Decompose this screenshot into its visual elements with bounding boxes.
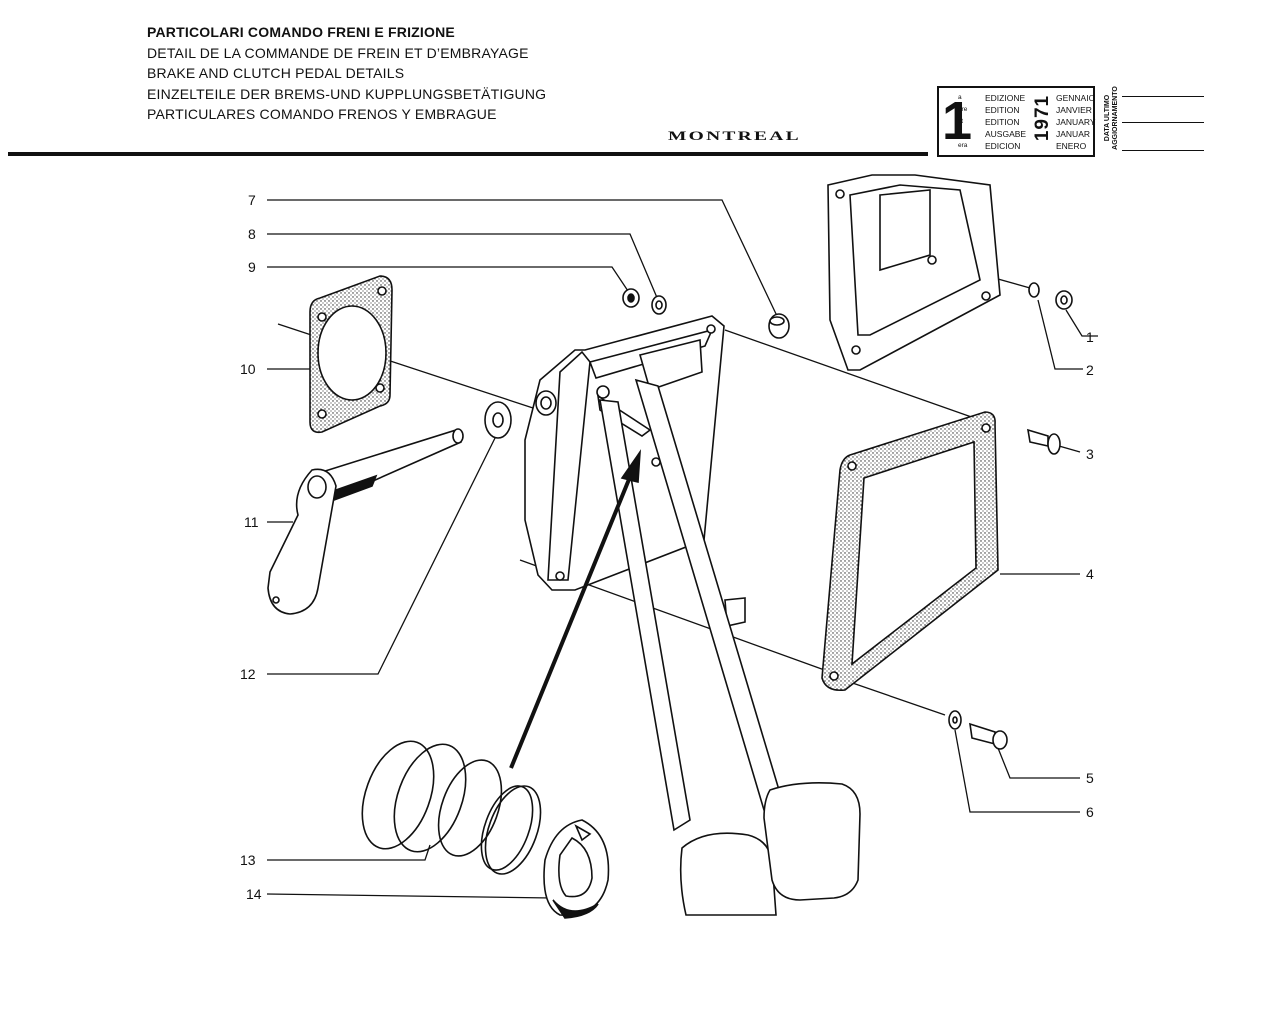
part-10-flange-gasket [309,275,393,434]
part-5-6-bolt-washer [948,710,1008,750]
part-14-spring-cup [543,819,610,919]
edition-word: EDITION [985,117,1020,127]
update-line [1122,96,1204,97]
callout-13: 13 [240,852,256,868]
edition-word: EDITION [985,105,1020,115]
edition-word: AUSGABE [985,129,1027,139]
part-11-shaft-lever [267,428,464,615]
edition-month: ENERO [1056,141,1087,151]
callout-3: 3 [1086,446,1094,462]
edition-month: JANVIER [1056,105,1092,115]
edition-month: JANUARY [1056,117,1096,127]
title-english: BRAKE AND CLUTCH PEDAL DETAILS [147,65,405,81]
callout-8: 8 [248,226,256,242]
part-8-9-nut-washer [622,288,667,315]
bulkhead-panel [827,174,1001,371]
header-divider [8,152,928,156]
callout-4: 4 [1086,566,1094,582]
callout-10: 10 [240,361,256,377]
callout-2: 2 [1086,362,1094,378]
part-1-2-nut-washer [1028,282,1073,310]
brake-pedal [634,378,861,901]
edition-word: EDICION [985,141,1021,151]
title-italian: PARTICOLARI COMANDO FRENI E FRIZIONE [147,24,455,40]
callout-14: 14 [246,886,262,902]
title-french: DETAIL DE LA COMMANDE DE FREIN ET D’EMBR… [147,44,529,61]
part-4-frame-gasket [821,411,999,692]
clutch-pedal [599,399,777,916]
update-line [1122,150,1204,151]
callout-12: 12 [240,666,256,682]
edition-suffix: a [958,94,962,101]
callout-1: 1 [1086,329,1094,345]
edition-suffix: . [958,130,960,137]
callout-11: 11 [244,514,259,530]
assembly-arrow [509,449,641,769]
callout-9: 9 [248,259,256,275]
edition-box [937,86,1095,157]
title-spanish: PARTICULARES COMANDO FRENOS Y EMBRAGUE [147,106,497,122]
title-german: EINZELTEILE DER BREMS-UND KUPPLUNGSBETÄT… [147,85,547,102]
callout-7: 7 [248,192,256,208]
callout-6: 6 [1086,804,1094,820]
edition-month: JANUAR [1056,129,1091,139]
part-3-screw [1026,428,1061,455]
model-name: MONTREAL [668,128,801,143]
edition-word: EDIZIONE [985,93,1026,103]
edition-suffix: ere [958,106,968,113]
callout-5: 5 [1086,770,1094,786]
part-13-spring [361,740,542,875]
header-titles: PARTICOLARI COMANDO FRENI E FRIZIONE DET… [147,22,546,125]
edition-suffix: st [958,118,964,125]
edition-suffix: era [958,142,968,149]
part-7-bushing [768,313,790,339]
update-line [1122,122,1204,123]
edition-month: GENNAIO [1056,93,1096,103]
part-12-washer [484,401,512,439]
edition-number: 1 [942,91,973,151]
